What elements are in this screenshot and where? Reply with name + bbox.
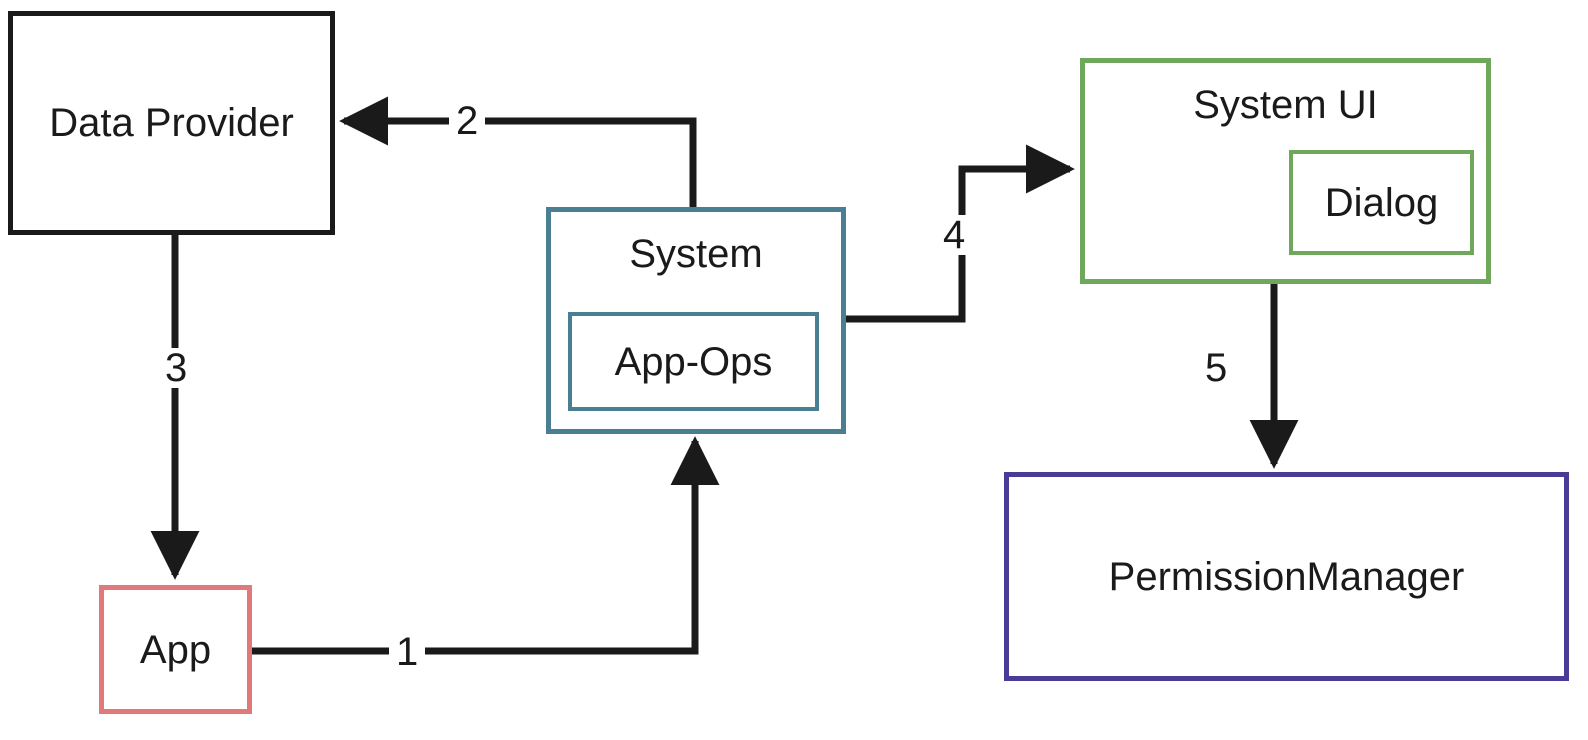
node-data-provider[interactable]: Data Provider (8, 11, 335, 235)
node-app[interactable]: App (99, 585, 252, 714)
node-app-ops[interactable]: App-Ops (568, 312, 819, 411)
node-system-ui-label: System UI (1193, 83, 1378, 127)
edge-label-3: 3 (158, 348, 195, 388)
edge-label-2: 2 (449, 101, 486, 141)
edge-label-4: 4 (936, 215, 973, 255)
node-data-provider-label: Data Provider (49, 101, 294, 145)
node-system-label: System (629, 232, 763, 276)
node-dialog[interactable]: Dialog (1289, 150, 1474, 255)
node-app-ops-label: App-Ops (614, 339, 773, 384)
node-permission-manager[interactable]: PermissionManager (1004, 472, 1569, 681)
node-permission-manager-label: PermissionManager (1108, 554, 1465, 599)
edge-1-path (252, 436, 720, 655)
node-dialog-label: Dialog (1324, 180, 1439, 225)
edge-2-path (339, 96, 697, 207)
node-app-label: App (139, 627, 212, 672)
edge-label-1: 1 (389, 632, 426, 672)
edge-label-5: 5 (1198, 348, 1235, 388)
